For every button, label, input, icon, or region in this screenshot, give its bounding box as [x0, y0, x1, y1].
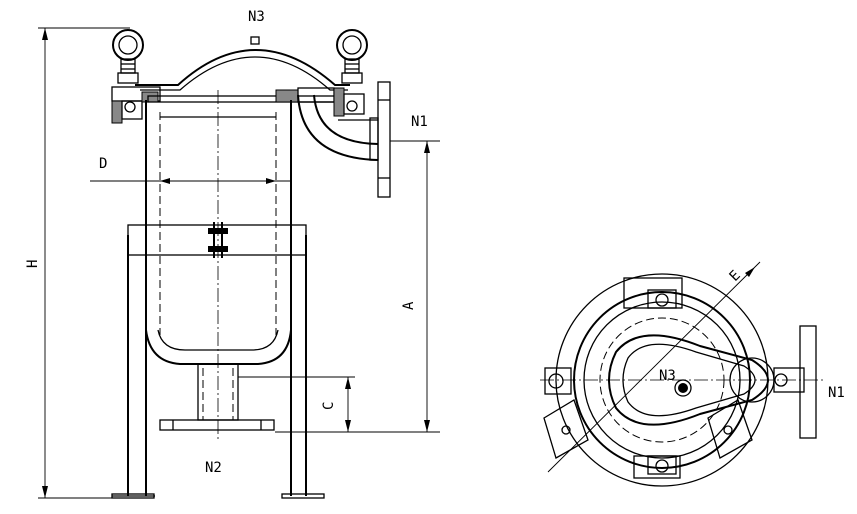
outlet-n2-pipe [159, 363, 275, 431]
label-a: A [401, 301, 417, 310]
dimension-a [275, 140, 440, 433]
plan-left-leg [543, 399, 589, 459]
label-e: E [727, 268, 744, 285]
plan-bottom-clamp [633, 455, 681, 479]
right-eye-bolt [336, 29, 368, 84]
plan-left-clamp [544, 367, 572, 395]
label-n2: N2 [205, 460, 222, 476]
label-n1-side: N1 [411, 114, 428, 130]
left-eye-bolt [112, 29, 144, 84]
dimension-e [547, 261, 761, 473]
label-n3-plan: N3 [659, 368, 676, 384]
right-leg [281, 235, 325, 499]
dimension-h [38, 27, 130, 499]
plan-top-clamp [623, 277, 683, 309]
label-n1-plan: N1 [828, 385, 845, 401]
label-n3-top: N3 [248, 9, 265, 25]
dimension-d [90, 178, 290, 184]
vessel-body [145, 90, 292, 440]
outlet-n1-pipe [297, 81, 391, 198]
plan-outlet-n1 [540, 325, 825, 439]
label-d: D [99, 156, 107, 172]
elevation-view: N3 N1 D H A C N2 [25, 9, 440, 499]
plan-view: E N3 N1 [540, 261, 845, 487]
label-h: H [25, 260, 41, 268]
top-flange [111, 86, 365, 124]
domed-cover [135, 36, 350, 91]
label-c: C [321, 402, 337, 410]
dimension-c [238, 376, 355, 432]
left-leg [111, 235, 155, 499]
support-band [127, 222, 307, 258]
